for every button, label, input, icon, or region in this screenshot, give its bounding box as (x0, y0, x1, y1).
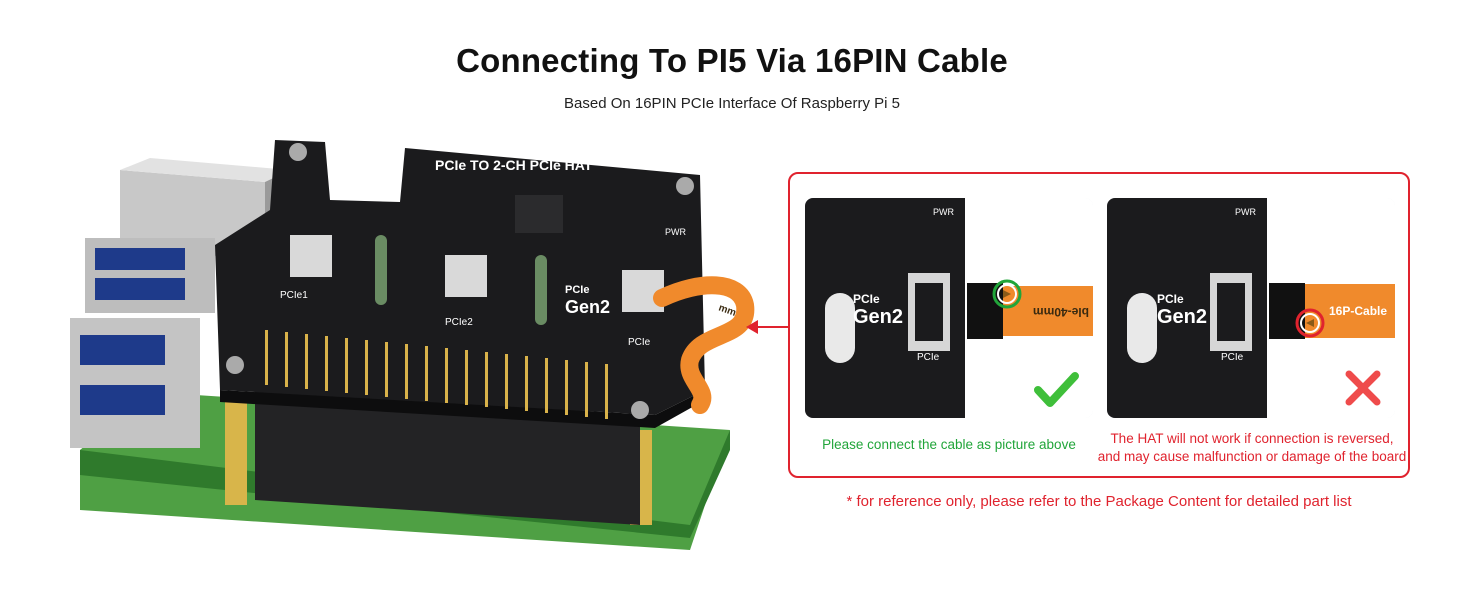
cable-text: 16P-Cable (1329, 304, 1387, 318)
pcie-gen-bottom-label: Gen2 (853, 306, 903, 328)
reversed-caption-line2: and may cause malfunction or damage of t… (1097, 449, 1407, 464)
pcie1-label: PCIe1 (280, 290, 308, 301)
pcie-gen-top-label: PCIe (565, 284, 589, 296)
hat-title-label: PCIe TO 2-CH PCIe HAT (435, 157, 593, 173)
connection-comparison-box: PCIe Gen2 PCIe PWR ble-40mm PCIe Gen2 PC… (788, 172, 1410, 478)
cable-text: ble-40mm (1033, 305, 1089, 319)
correct-caption: Please connect the cable as picture abov… (822, 437, 1076, 452)
pcie2-label: PCIe2 (445, 317, 473, 328)
reversed-caption: The HAT will not work if connection is r… (1093, 430, 1411, 466)
pcie-gen-bottom-label: Gen2 (565, 297, 610, 317)
pcie-gen-top-label: PCIe (853, 292, 880, 306)
page-title: Connecting To PI5 Via 16PIN Cable (456, 42, 1008, 79)
cross-icon (1345, 370, 1381, 406)
pcie-port-label: PCIe (917, 352, 940, 363)
product-illustration: PCIe TO 2-CH PCIe HAT PCIe1 PCIe2 PCIe G… (70, 140, 755, 550)
standoff (225, 395, 247, 505)
pwr-label: PWR (1235, 207, 1256, 217)
pwr-label: PWR (665, 227, 686, 237)
reversed-caption-line1: The HAT will not work if connection is r… (1110, 431, 1394, 446)
arrow-left-icon (746, 320, 788, 334)
pcie-port-label: PCIe (628, 337, 651, 348)
gpio-pins (265, 330, 608, 419)
usb-ports (70, 238, 215, 448)
reversed-connection-panel: PCIe Gen2 PCIe PWR 16P-Cable (1107, 198, 1395, 418)
pcie-gen-top-label: PCIe (1157, 292, 1184, 306)
reference-footnote: * for reference only, please refer to th… (846, 493, 1352, 510)
cable-text: mm (717, 302, 738, 318)
page-subtitle: Based On 16PIN PCIe Interface Of Raspber… (564, 95, 900, 112)
check-icon (1034, 372, 1079, 407)
pcie-hat-board: PCIe TO 2-CH PCIe HAT PCIe1 PCIe2 PCIe G… (215, 140, 705, 428)
pcie-gen-bottom-label: Gen2 (1157, 306, 1207, 328)
pcie-port-label: PCIe (1221, 352, 1244, 363)
correct-connection-panel: PCIe Gen2 PCIe PWR ble-40mm (805, 198, 1093, 418)
pwr-label: PWR (933, 207, 954, 217)
